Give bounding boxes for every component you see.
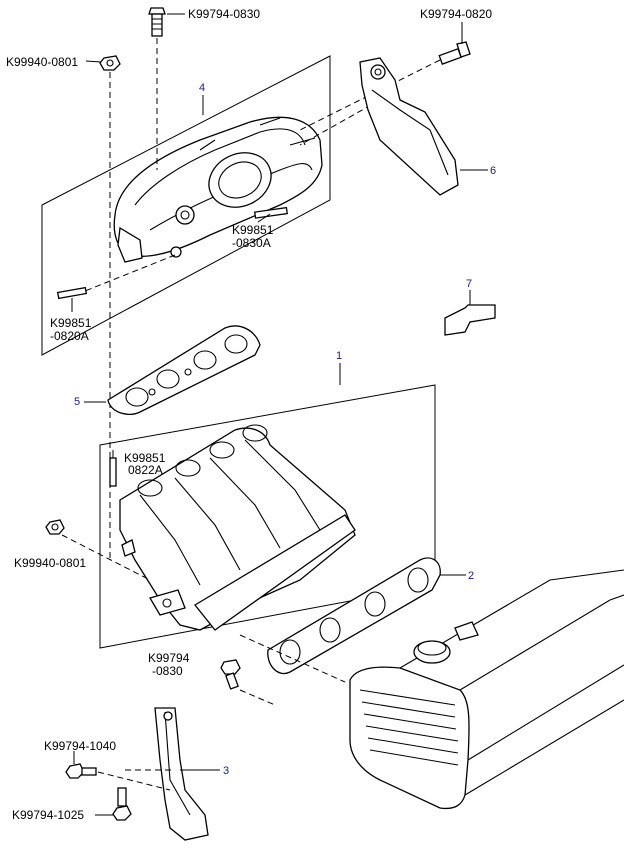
label-bolt-bottom-1: K99794-1040 (44, 739, 116, 753)
nut-top-left-part (85, 55, 121, 71)
bracket-part-7 (444, 290, 496, 336)
upper-plenum-part (113, 116, 323, 263)
label-stud-left-1: K99851 (50, 316, 92, 330)
label-bolt-top: K99794-0830 (188, 7, 260, 21)
nut-mid-left-part (45, 519, 65, 535)
label-stud-mid-2: 0822A (128, 463, 163, 477)
bracket-part-6 (359, 57, 488, 196)
lower-manifold-part (119, 424, 356, 631)
bolt-top-right-part (438, 22, 471, 65)
guide-line (61, 534, 151, 581)
label-stud-mid-1: K99851 (124, 451, 166, 465)
bracket-part-3 (154, 707, 220, 841)
stud-bolt-center (253, 206, 288, 223)
label-nut-top-left: K99940-0801 (6, 55, 78, 69)
bolt-bottom-2-part (112, 787, 132, 821)
label-stud-center-1: K99851 (232, 223, 274, 237)
bolt-bottom-1-part (65, 751, 97, 779)
label-bolt-bottom-2: K99794-1025 (12, 808, 84, 822)
label-nut-mid-left: K99940-0801 (14, 556, 86, 570)
label-bolt-top-right: K99794-0820 (420, 7, 492, 21)
callout-1: 1 (336, 350, 342, 362)
stud-bolt-left (56, 286, 88, 312)
callout-6: 6 (490, 165, 496, 177)
gasket-part-5 (84, 325, 261, 415)
callout-5: 5 (74, 396, 80, 408)
callout-2: 2 (468, 570, 474, 582)
callout-3: 3 (223, 765, 229, 777)
label-stud-center-2: -0830A (232, 236, 271, 250)
label-stud-left-2: -0820A (50, 329, 89, 343)
guide-line (239, 689, 276, 706)
guide-line (97, 771, 171, 791)
engine-head-part (349, 569, 624, 810)
guide-line (239, 634, 346, 683)
label-bolt-lower-1: K99794 (148, 651, 190, 665)
bolt-lower-part (220, 659, 241, 690)
callout-7: 7 (466, 278, 472, 290)
guide-line (74, 254, 176, 296)
callout-4: 4 (199, 82, 205, 94)
guide-line (299, 99, 381, 146)
label-bolt-lower-2: -0830 (152, 664, 183, 678)
upper-assembly-frame (41, 55, 331, 356)
guide-line (299, 59, 441, 131)
bolt-top-part (148, 7, 185, 37)
gasket-part-2 (267, 557, 466, 675)
stud-bolt-mid (109, 450, 117, 487)
